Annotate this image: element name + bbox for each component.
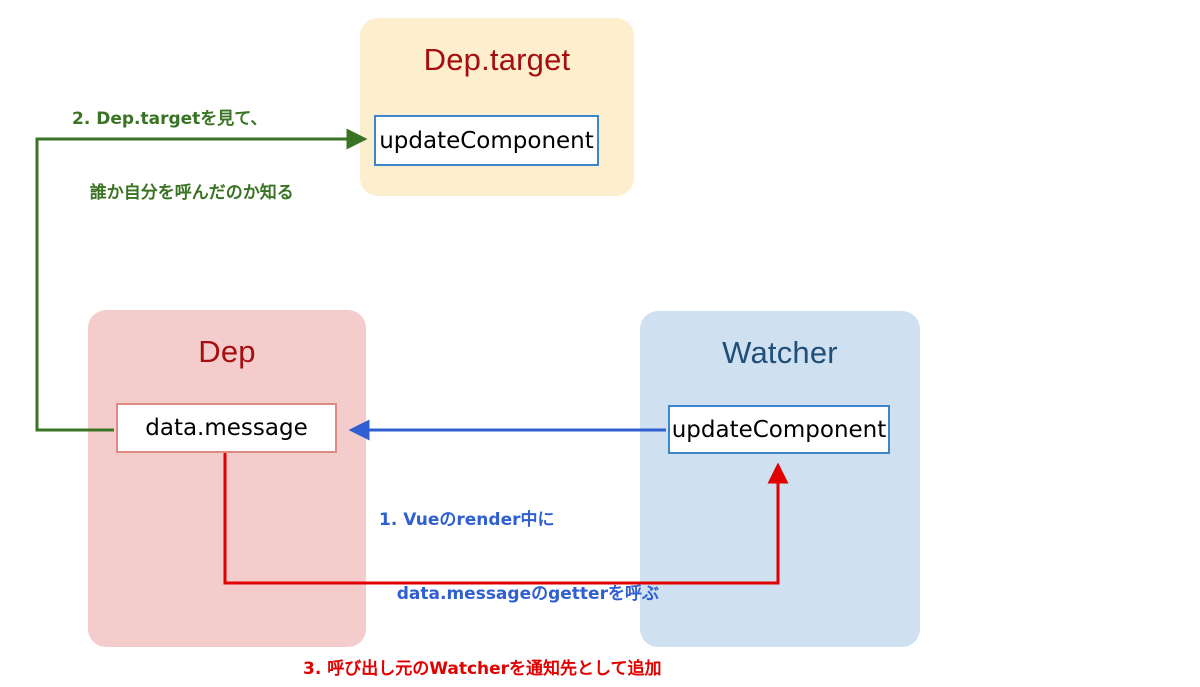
annotation-step-3-line-1: 3. 呼び出し元のWatcherを通知先として追加	[303, 659, 662, 680]
annotation-step-2: 2. Dep.targetを見て、 誰か自分を呼んだのか知る	[72, 58, 294, 255]
group-watcher: Watcher	[640, 311, 920, 647]
group-watcher-title: Watcher	[722, 335, 838, 370]
annotation-step-3: 3. 呼び出し元のWatcherを通知先として追加	[303, 608, 662, 687]
annotation-step-1: 1. Vueのrender中に data.messageのgetterを呼ぶ	[379, 459, 659, 656]
node-dep-data-message[interactable]: data.message	[116, 403, 337, 453]
annotation-step-1-line-1: 1. Vueのrender中に	[379, 510, 555, 531]
group-dep: Dep	[88, 310, 366, 647]
group-dep-title: Dep	[198, 334, 256, 369]
node-watcher-update-component[interactable]: updateComponent	[668, 405, 890, 454]
annotation-step-2-line-1: 2. Dep.targetを見て、	[72, 109, 268, 130]
annotation-step-1-line-2: data.messageのgetterを呼ぶ	[379, 584, 659, 605]
node-dep-target-update-component[interactable]: updateComponent	[374, 115, 599, 166]
group-dep-target-title: Dep.target	[423, 42, 571, 77]
annotation-step-2-line-2: 誰か自分を呼んだのか知る	[72, 183, 294, 204]
group-dep-target: Dep.target	[360, 18, 634, 196]
